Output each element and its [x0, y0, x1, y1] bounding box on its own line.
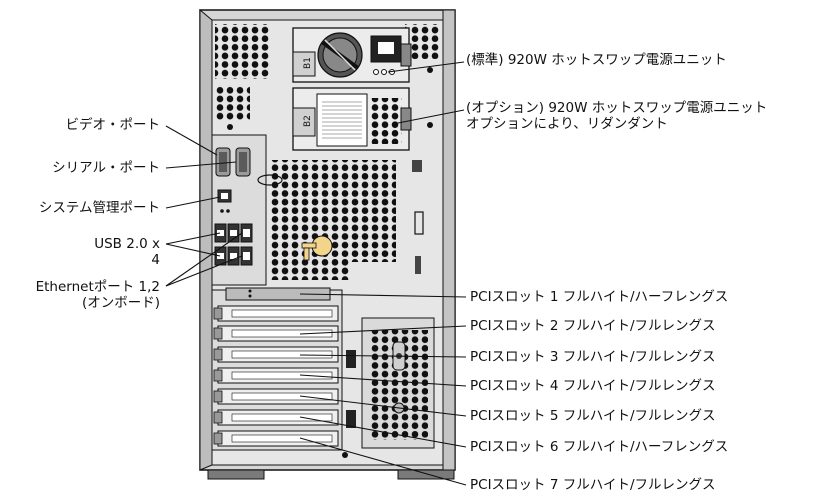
- psu-1: B1: [292, 27, 412, 83]
- label-usb: USB 2.0 x: [94, 236, 160, 252]
- label-pci-slot-7: PCIスロット 7 フルハイト/フルレングス: [470, 477, 716, 493]
- label-serial-port: シリアル・ポート: [52, 160, 160, 176]
- io-panel: [211, 134, 267, 286]
- label-psu-1: (標準) 920W ホットスワップ電源ユニット: [466, 52, 727, 68]
- psu-bay-tag-1: B1: [303, 57, 313, 69]
- leader-lines: [165, 61, 467, 486]
- fan-vent: [257, 160, 424, 280]
- label-pci-slot-1: PCIスロット 1 フルハイト/ハーフレングス: [470, 289, 729, 305]
- pci-slot-area: [211, 287, 343, 451]
- label-usb-count: 4: [151, 252, 160, 268]
- psu-bay-tag-2: B2: [303, 115, 313, 127]
- label-ethernet-onboard: (オンボード): [81, 295, 160, 311]
- key-lock-icon: [301, 235, 333, 261]
- label-psu-2: (オプション) 920W ホットスワップ電源ユニット: [466, 100, 768, 116]
- label-psu-2-redundant: オプションにより、リダンダント: [466, 116, 668, 132]
- label-pci-slot-6: PCIスロット 6 フルハイト/ハーフレングス: [470, 439, 729, 455]
- label-pci-slot-3: PCIスロット 3 フルハイト/フルレングス: [470, 349, 716, 365]
- label-system-management-port: システム管理ポート: [38, 200, 160, 216]
- upper-vents: [215, 24, 440, 130]
- psu-2: B2: [292, 87, 412, 151]
- label-pci-slot-2: PCIスロット 2 フルハイト/フルレングス: [470, 318, 716, 334]
- label-ethernet-ports: Ethernetポート 1,2: [35, 279, 160, 295]
- label-pci-slot-4: PCIスロット 4 フルハイト/フルレングス: [470, 378, 716, 394]
- label-video-port: ビデオ・ポート: [65, 117, 161, 133]
- label-pci-slot-5: PCIスロット 5 フルハイト/フルレングス: [470, 408, 716, 424]
